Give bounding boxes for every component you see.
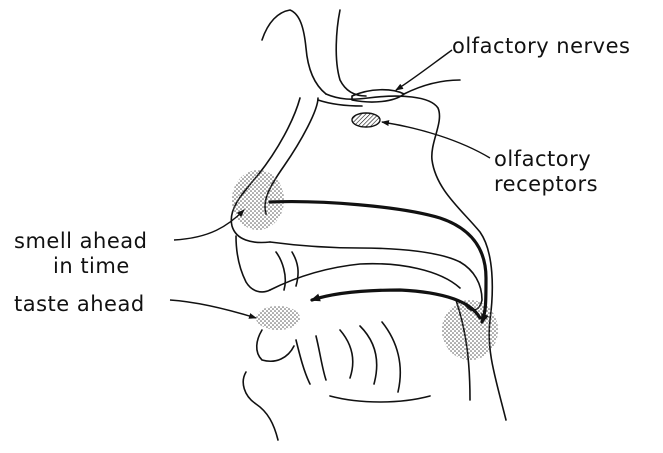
lower-teeth [296,336,326,384]
receptors-leader-line [382,122,490,158]
taste-ahead-label: taste ahead [14,292,145,316]
cribriform-line [326,94,506,420]
olfactory-nerve-tail [404,80,460,94]
olfactory-receptors-label-line1: olfactory [494,147,591,171]
throat-floor [330,396,430,402]
olfactory-nerves-label: olfactory nerves [452,34,630,58]
upper-teeth [276,252,298,290]
smell-ahead-label-line2: in time [53,254,130,278]
nerves-leader-line [396,50,452,90]
olfactory-receptors-shape [352,113,380,127]
smell-leader-line [174,210,244,240]
tongue-muscle-lines [340,322,400,392]
upper-lip-outline [236,236,270,292]
smell-ahead-label-line1: smell ahead [14,229,147,253]
lower-lip-outline [257,330,294,361]
forehead-outline [262,10,326,94]
nose-stipple [232,170,284,230]
chin-outline [243,372,278,440]
retronasal-airflow-arrow [270,202,486,322]
taste-leader-line [170,300,256,318]
frontal-bone-outline [336,10,366,96]
olfactory-receptors-label-line2: receptors [494,172,598,196]
palate-outline [270,242,460,262]
tongue-tip-stipple [256,306,300,330]
